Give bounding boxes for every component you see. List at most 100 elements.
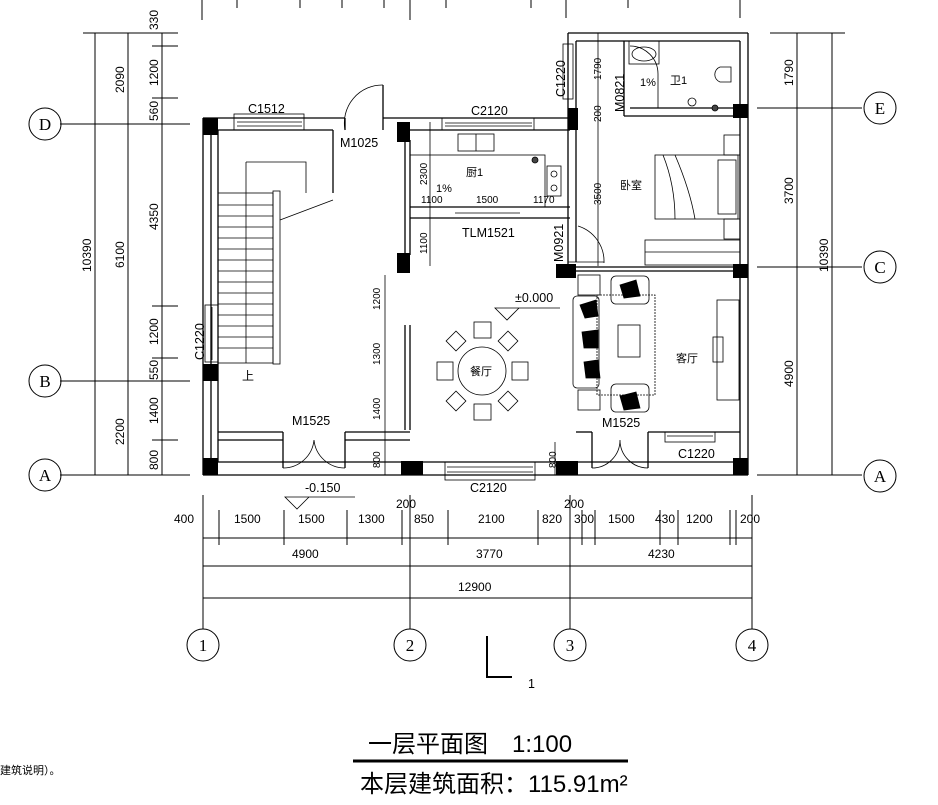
axis-label: B — [39, 372, 50, 391]
room-bath: 卫1 — [670, 75, 687, 87]
bedroom-furniture — [644, 134, 741, 266]
room-kitchen: 厨1 — [466, 166, 483, 179]
axis-label: 3 — [566, 636, 575, 655]
dim-left-mid: 2200 — [113, 418, 127, 445]
section-mark: 1 — [486, 636, 535, 691]
slope-kitchen: 1% — [436, 183, 452, 195]
dim-left-mid: 6100 — [113, 241, 127, 268]
right-dimensions: 1790 3700 4900 10390 E C A — [782, 59, 887, 486]
top-dimension-ticks — [201, 0, 741, 20]
dim-left-inner: 1200 — [147, 318, 161, 345]
dim-right: 1790 — [782, 59, 796, 86]
dim-bottom: 1200 — [686, 512, 713, 526]
dim-left-inner: 1200 — [147, 59, 161, 86]
label-door: M0921 — [552, 224, 566, 262]
dim-interior: 1200 — [372, 287, 383, 310]
dim-interior: 2300 — [419, 162, 430, 185]
axis-label: 4 — [748, 636, 757, 655]
interior-dimension-lines — [384, 33, 599, 475]
axis-label: C — [874, 258, 885, 277]
doors — [282, 45, 659, 469]
title-block: 一层平面图 1:100 本层建筑面积：115.91m² 建筑说明）。 — [0, 731, 628, 798]
label-window: C1512 — [248, 102, 285, 116]
label-window: C1220 — [678, 447, 715, 461]
dim-left-inner: 800 — [147, 450, 161, 470]
dim-left-inner: 330 — [147, 10, 161, 30]
living-furniture — [572, 274, 740, 413]
dim-bottom: 300 — [574, 512, 594, 526]
bottom-dimensions: 400 1500 1500 1300 200 850 2100 820 200 … — [174, 497, 760, 655]
opening-labels: C1512 M1025 C2120 C1220 M0821 TLM1521 M0… — [193, 60, 715, 495]
note-fragment: 建筑说明）。 — [0, 763, 61, 777]
dim-bottom: 200 — [740, 512, 760, 526]
room-living: 客厅 — [676, 351, 698, 365]
dim-interior: 1400 — [372, 397, 383, 420]
bottom-dimension-lines — [186, 495, 769, 662]
dim-right: 4900 — [782, 360, 796, 387]
level-outside: -0.150 — [305, 481, 340, 495]
dining-table — [436, 321, 529, 421]
axis-label: A — [39, 466, 52, 485]
dim-interior: 1500 — [476, 195, 499, 206]
interior-dimensions: 2300 1100 1200 1300 1400 800 800 1790 20… — [372, 57, 604, 468]
label-door: M1025 — [340, 136, 378, 150]
axis-label: A — [874, 467, 887, 486]
axis-label: E — [875, 99, 885, 118]
dim-bay: 4900 — [292, 547, 319, 561]
section-number: 1 — [528, 677, 535, 691]
level-floor: ±0.000 — [515, 291, 553, 305]
label-window: C1220 — [554, 60, 568, 97]
plan-scale: 1:100 — [512, 731, 572, 758]
windows — [204, 43, 716, 481]
dim-interior: 1300 — [372, 342, 383, 365]
dim-bottom: 1500 — [298, 512, 325, 526]
dim-bottom: 200 — [564, 497, 584, 511]
label-window: C2120 — [471, 104, 508, 118]
left-dimensions: 10390 2090 6100 2200 330 1200 560 4350 1… — [80, 10, 161, 470]
axis-left: D B A — [28, 107, 190, 492]
dim-interior: 3500 — [593, 182, 604, 205]
slope-bath: 1% — [640, 77, 656, 89]
label-door: M1525 — [292, 414, 330, 428]
dim-interior: 1790 — [593, 57, 604, 80]
room-bedroom: 卧室 — [620, 178, 642, 192]
dim-bay: 4230 — [648, 547, 675, 561]
dim-left-inner: 560 — [147, 101, 161, 121]
right-dimension-lines — [757, 32, 897, 493]
dim-left-mid: 2090 — [113, 66, 127, 93]
label-door: M1525 — [602, 416, 640, 430]
dim-interior: 1170 — [533, 195, 555, 206]
walls — [202, 32, 749, 476]
dim-bottom: 400 — [174, 512, 194, 526]
dim-bottom: 1500 — [608, 512, 635, 526]
dim-right-total: 10390 — [817, 238, 831, 272]
label-door: TLM1521 — [462, 226, 515, 240]
dim-interior: 200 — [593, 105, 604, 122]
dim-left-inner: 550 — [147, 360, 161, 380]
dim-bay: 3770 — [476, 547, 503, 561]
dim-bottom: 1300 — [358, 512, 385, 526]
dim-bottom: 850 — [414, 512, 434, 526]
dim-bottom: 1500 — [234, 512, 261, 526]
plan-title: 一层平面图 — [368, 731, 488, 758]
room-labels: 卫1 1% 厨1 1% 卧室 餐厅 客厅 — [436, 75, 698, 378]
dim-left-inner: 1400 — [147, 397, 161, 424]
dim-total: 12900 — [458, 580, 492, 594]
dim-interior: 800 — [372, 451, 383, 468]
label-window: C1220 — [193, 323, 207, 360]
dim-bottom: 820 — [542, 512, 562, 526]
axis-label: 2 — [406, 636, 415, 655]
dim-right: 3700 — [782, 177, 796, 204]
columns — [203, 104, 748, 475]
floor-area: 本层建筑面积：115.91m² — [360, 771, 628, 798]
level-marks: ±0.000 -0.150 — [284, 291, 560, 510]
dim-interior: 1100 — [419, 232, 430, 254]
dim-bottom: 430 — [655, 512, 675, 526]
dim-interior: 1100 — [421, 195, 443, 206]
dim-bottom: 200 — [396, 497, 416, 511]
label-door: M0821 — [613, 74, 627, 112]
dim-left-total: 10390 — [80, 238, 94, 272]
room-dining: 餐厅 — [470, 364, 492, 378]
dim-bottom: 2100 — [478, 512, 505, 526]
